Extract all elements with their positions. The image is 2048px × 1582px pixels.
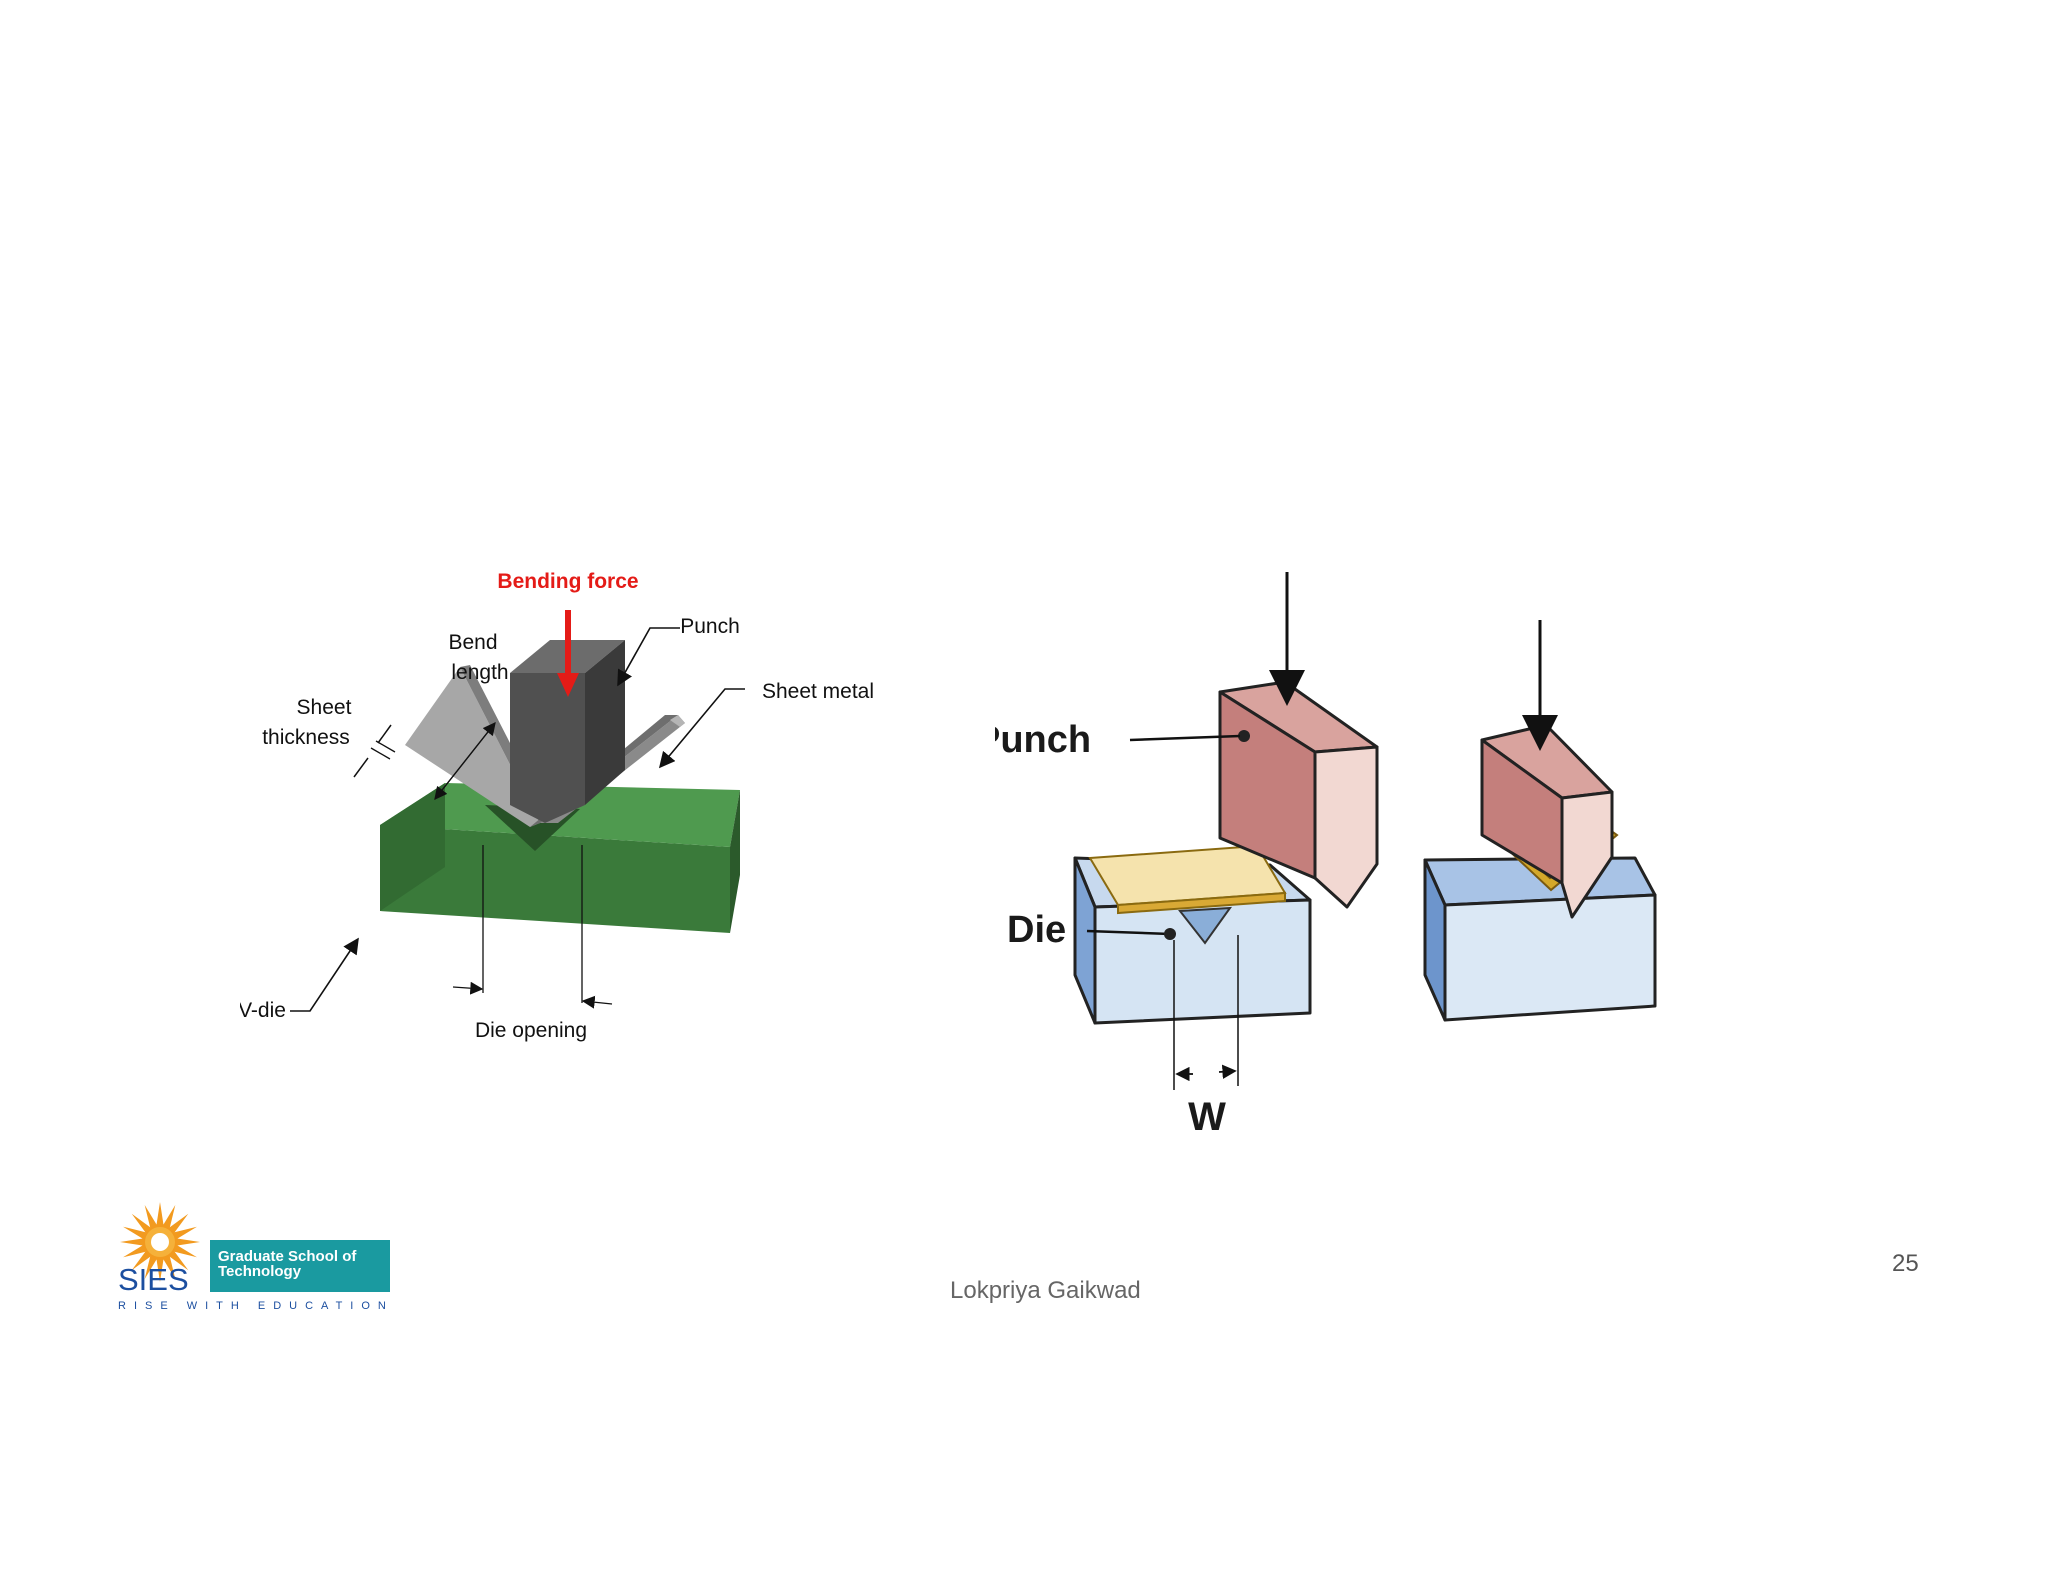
sheet-thickness-label-line1: Sheet — [297, 696, 352, 719]
punch-block-after — [1480, 723, 1614, 919]
punch-label: Punch — [680, 615, 740, 638]
bend-length-label-line1: Bend — [448, 631, 497, 654]
sheet-metal-label: Sheet metal — [762, 680, 874, 703]
punch-label-right: Punch — [995, 719, 1091, 761]
flat-sheet — [1088, 844, 1287, 915]
v-die-block — [380, 783, 740, 933]
bending-force-label: Bending force — [497, 570, 638, 593]
die-opening-label: Die opening — [475, 1019, 587, 1042]
tagline: RISE WITH EDUCATION — [118, 1300, 394, 1312]
footer-author: Lokpriya Gaikwad — [950, 1277, 1141, 1304]
bend-length-label-line2: length — [451, 661, 508, 684]
die-block-after — [1423, 856, 1657, 1022]
sies-wordmark: SIES — [118, 1262, 189, 1297]
page-number: 25 — [1892, 1250, 1919, 1277]
v-die-bending-diagram: Bending force Punch Bend length Sheet me… — [240, 570, 874, 1042]
width-label: W — [1188, 1095, 1226, 1139]
sies-logo: Graduate School of Technology SIES RISE … — [118, 1202, 394, 1312]
sheet-thickness-label-line2: thickness — [262, 726, 350, 749]
v-die-label: V-die — [240, 999, 286, 1022]
badge-line1: Graduate School of — [218, 1248, 357, 1265]
gst-badge — [210, 1240, 390, 1292]
die-v-groove — [1178, 906, 1233, 945]
die-label: Die — [1007, 909, 1066, 951]
punch-shape — [510, 640, 625, 823]
badge-line2: Technology — [218, 1263, 302, 1280]
sun-icon — [120, 1202, 200, 1282]
punch-die-diagram: Punch Die W — [995, 572, 1657, 1139]
